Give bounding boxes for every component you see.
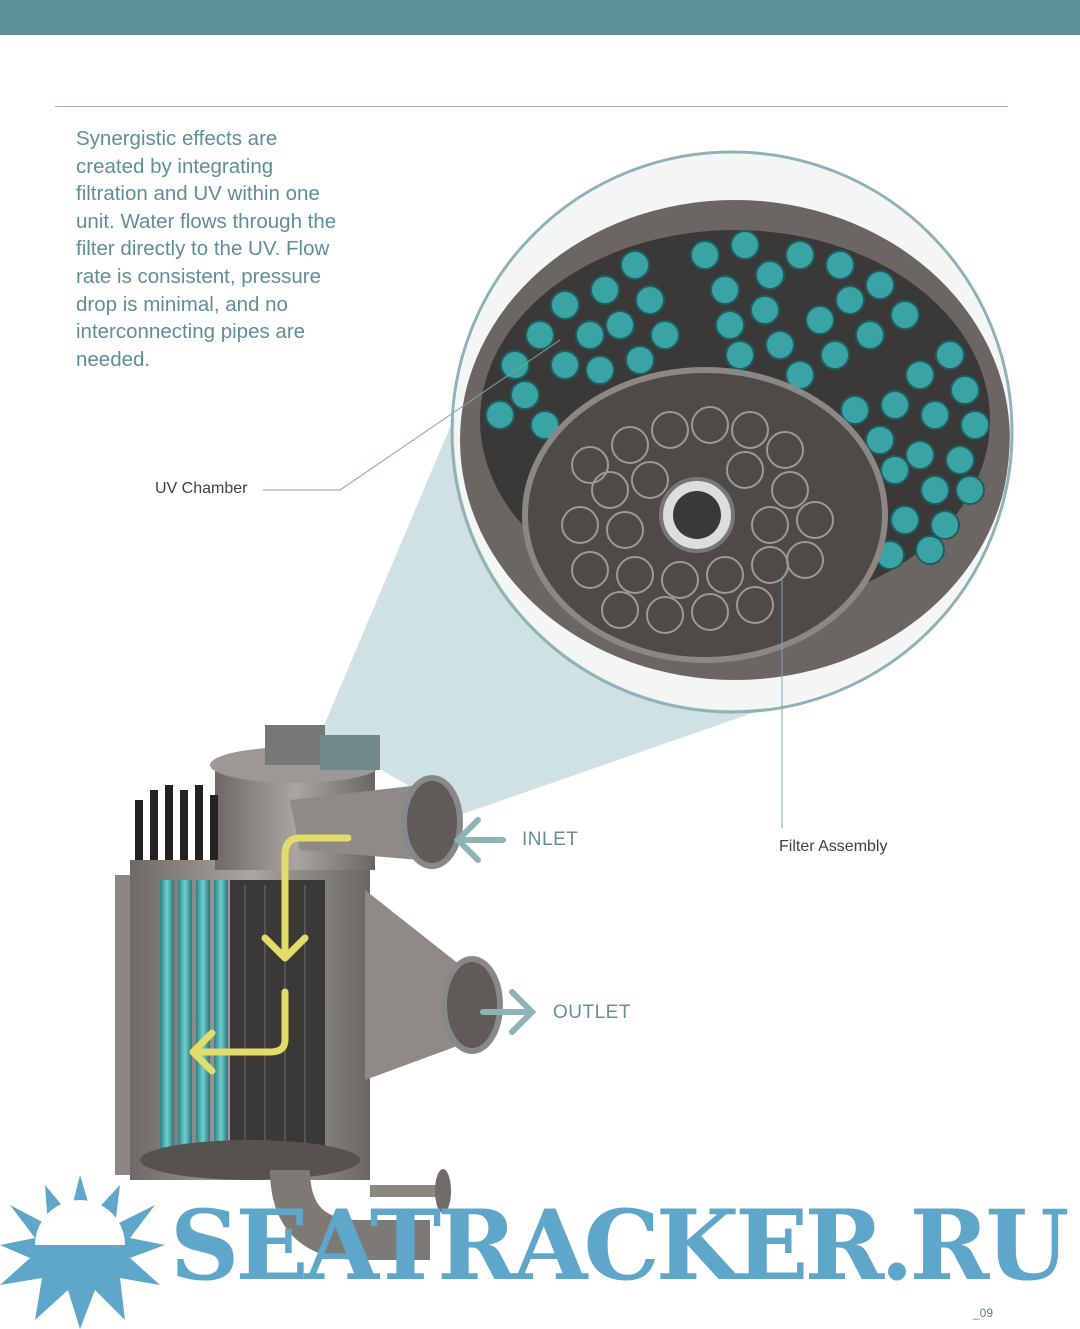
page-number: _09 xyxy=(973,1306,994,1320)
inlet-label: INLET xyxy=(522,829,579,850)
uv-chamber-label: UV Chamber xyxy=(155,480,248,497)
top-banner xyxy=(0,0,1080,35)
uv-chamber-cutaway xyxy=(454,154,1010,710)
filter-assembly-label: Filter Assembly xyxy=(779,838,888,855)
magnifier-ring xyxy=(450,150,1014,714)
flow-path-arrows xyxy=(189,834,352,1075)
divider xyxy=(55,106,1008,107)
outlet-arrow-icon xyxy=(480,989,537,1035)
inlet-arrow-icon xyxy=(453,817,506,863)
outlet-label: OUTLET xyxy=(553,1002,631,1023)
filter-uv-unit xyxy=(115,725,503,1260)
watermark-logo xyxy=(0,1175,165,1329)
intro-paragraph: Synergistic effects are created by integ… xyxy=(76,127,337,371)
uv-chamber-leader xyxy=(263,339,561,491)
watermark-text: SEATRACKER.RU xyxy=(170,1189,1069,1302)
